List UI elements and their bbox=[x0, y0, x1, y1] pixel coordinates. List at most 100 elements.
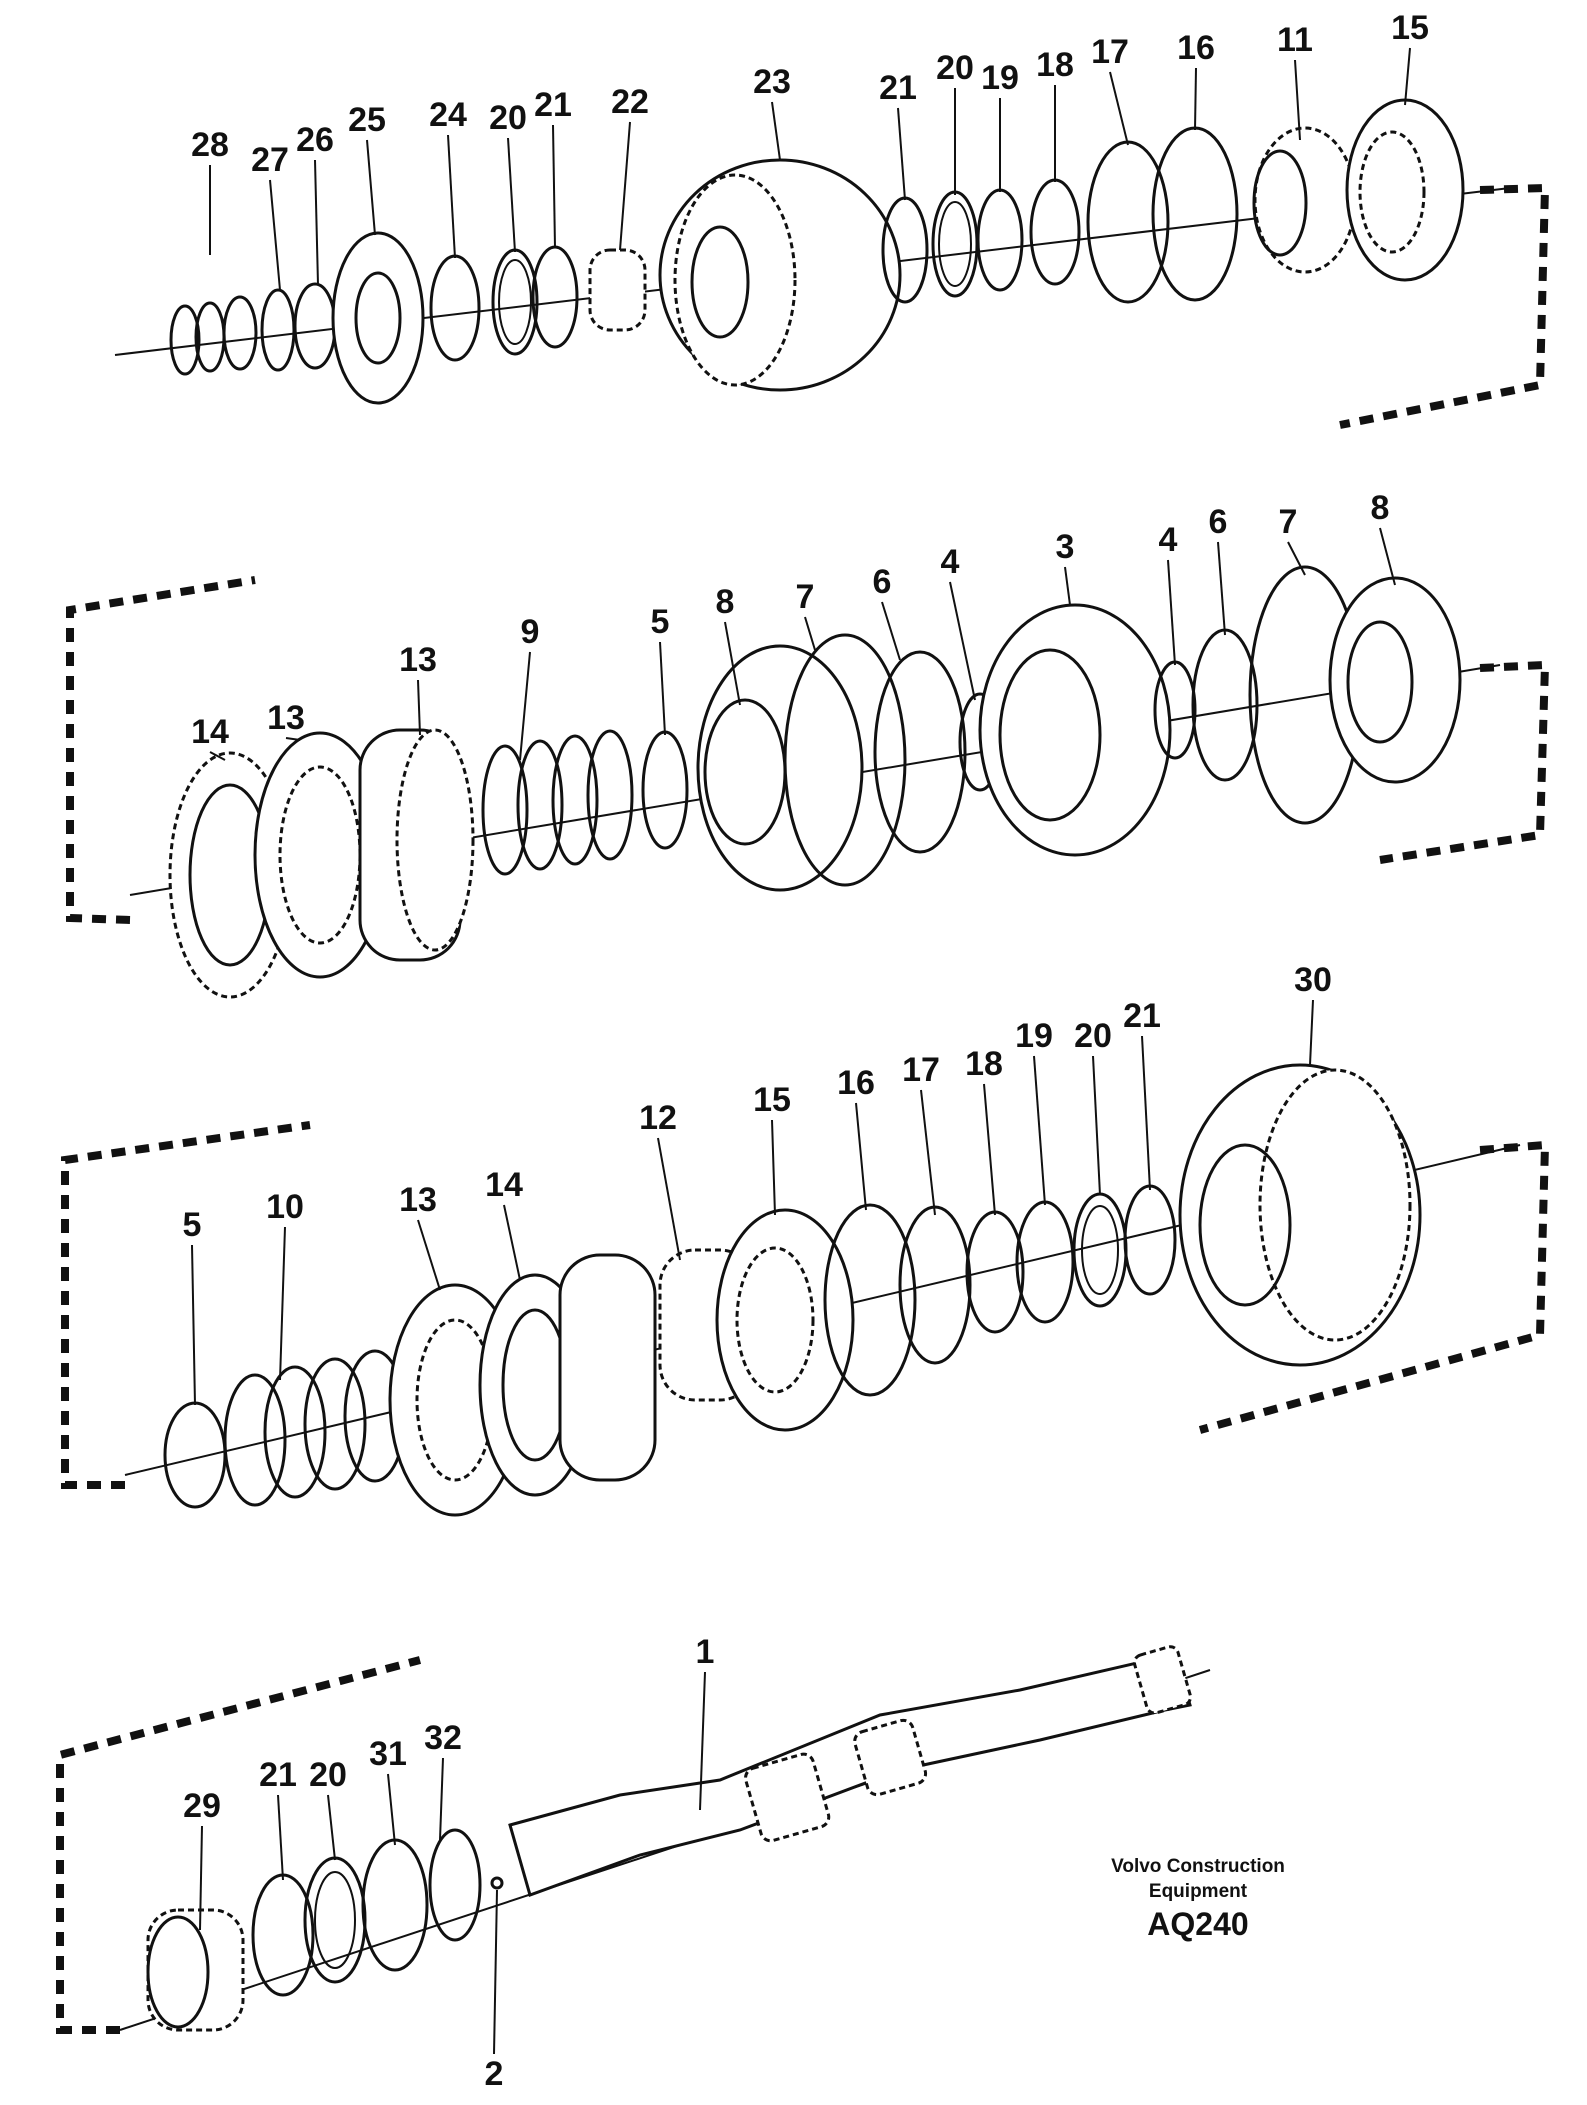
leader-line bbox=[507, 137, 516, 253]
part-number-label: 20 bbox=[489, 99, 527, 137]
leader-line bbox=[1064, 566, 1071, 606]
part-number-label: 19 bbox=[1015, 1017, 1053, 1055]
part-number-label: 31 bbox=[369, 1735, 407, 1773]
continuation-bracket bbox=[1198, 1140, 1550, 1434]
needle-bearing-bore bbox=[146, 1915, 210, 2029]
leader-line bbox=[279, 1226, 286, 1381]
leader-line bbox=[552, 124, 556, 249]
thrust-bearing-race bbox=[498, 259, 532, 345]
part-number-label: 6 bbox=[873, 563, 892, 601]
ring-part bbox=[222, 295, 258, 371]
part-number-label: 22 bbox=[611, 83, 649, 121]
part-number-label: 3 bbox=[1056, 528, 1075, 566]
part-number-label: 16 bbox=[1177, 29, 1215, 67]
spring-coil bbox=[586, 729, 634, 861]
part-number-label: 20 bbox=[936, 49, 974, 87]
leader-line bbox=[269, 179, 281, 291]
part-number-label: 7 bbox=[1279, 503, 1298, 541]
part-number-label: 4 bbox=[941, 543, 960, 581]
continuation-bracket bbox=[1339, 183, 1550, 429]
leader-line bbox=[1109, 71, 1129, 146]
part-number-label: 17 bbox=[902, 1051, 940, 1089]
part-number-label: 21 bbox=[259, 1756, 297, 1794]
thrust-bearing-race bbox=[1081, 1205, 1119, 1295]
leader-line bbox=[191, 1244, 196, 1406]
leader-line bbox=[285, 737, 301, 741]
part-number-label: 15 bbox=[1391, 9, 1429, 47]
leader-line bbox=[724, 621, 741, 706]
leader-line bbox=[1194, 67, 1197, 131]
part-number-label: 2 bbox=[485, 2055, 504, 2093]
part-number-label: 12 bbox=[639, 1099, 677, 1137]
pressure-plate-inner-teeth bbox=[1358, 130, 1426, 254]
part-number-label: 5 bbox=[183, 1206, 202, 1244]
leader-line bbox=[519, 651, 531, 761]
disc-pack-part bbox=[558, 1253, 657, 1482]
assembly-row-4 bbox=[56, 1645, 1211, 2034]
continuation-bracket bbox=[66, 576, 256, 924]
shaft-spline bbox=[1132, 1645, 1192, 1715]
part-number-label: 32 bbox=[424, 1719, 462, 1757]
part-number-label: 7 bbox=[796, 578, 815, 616]
ring-part bbox=[823, 1203, 917, 1397]
spring-coil bbox=[223, 1373, 287, 1507]
part-number-label: 18 bbox=[1036, 46, 1074, 84]
leader-line bbox=[417, 679, 421, 736]
leader-line bbox=[366, 139, 376, 236]
clutch-drum-teeth bbox=[1258, 1068, 1412, 1342]
leader-line bbox=[699, 1671, 706, 1811]
needle-bearing-part bbox=[588, 248, 647, 332]
leader-line bbox=[983, 1083, 996, 1216]
snap-ring-part bbox=[260, 288, 296, 372]
part-number-label: 26 bbox=[296, 121, 334, 159]
leader-line bbox=[1379, 527, 1396, 586]
part-number-label: 28 bbox=[191, 126, 229, 164]
part-number-label: 11 bbox=[1277, 21, 1313, 59]
part-number-label: 6 bbox=[1209, 503, 1228, 541]
seal-ring-part bbox=[783, 633, 907, 887]
assembly-row-2 bbox=[66, 565, 1550, 999]
disc-pack-face bbox=[395, 728, 475, 952]
leader-line bbox=[327, 1794, 336, 1861]
caption-company-line2: Equipment bbox=[1149, 1881, 1248, 1902]
ring-part bbox=[976, 188, 1024, 292]
part-number-label: 29 bbox=[183, 1787, 221, 1825]
part-number-label: 10 bbox=[266, 1188, 304, 1226]
spring-coil bbox=[263, 1365, 327, 1499]
leader-line bbox=[1033, 1055, 1046, 1206]
leader-line bbox=[1294, 59, 1301, 141]
part-number-label: 18 bbox=[965, 1045, 1003, 1083]
leader-line bbox=[199, 1825, 203, 1931]
part-number-label: 8 bbox=[1371, 489, 1390, 527]
leader-line bbox=[659, 641, 666, 736]
spring-coil bbox=[551, 734, 599, 866]
ring-part bbox=[641, 730, 689, 850]
part-number-label: 5 bbox=[651, 603, 670, 641]
leader-line bbox=[1141, 1035, 1151, 1191]
clutch-drum-bore bbox=[690, 225, 750, 339]
ring-part bbox=[1151, 126, 1239, 302]
snap-ring-part bbox=[898, 1205, 972, 1365]
spring-coil bbox=[303, 1357, 367, 1491]
ring-part bbox=[1029, 178, 1081, 286]
leader-line bbox=[855, 1102, 867, 1211]
leader-line bbox=[1167, 559, 1176, 666]
caption-block: Volvo Construction Equipment AQ240 bbox=[1111, 1856, 1285, 1942]
part-number-label: 14 bbox=[485, 1166, 523, 1204]
bearing-part-bore bbox=[354, 271, 402, 365]
part-number-label: 13 bbox=[399, 1181, 437, 1219]
leader-line bbox=[771, 1119, 776, 1216]
leader-line bbox=[277, 1794, 284, 1881]
assembly-row-3 bbox=[61, 1063, 1550, 1517]
leader-line bbox=[771, 101, 781, 161]
ring-part bbox=[531, 245, 579, 349]
part-number-label: 4 bbox=[1159, 521, 1178, 559]
leader-line bbox=[1217, 541, 1226, 636]
leader-line bbox=[417, 1219, 441, 1291]
main-shaft-part bbox=[508, 1653, 1192, 1897]
part-number-label: 24 bbox=[429, 96, 467, 134]
leader-line bbox=[804, 616, 816, 651]
part-number-label: 13 bbox=[399, 641, 437, 679]
